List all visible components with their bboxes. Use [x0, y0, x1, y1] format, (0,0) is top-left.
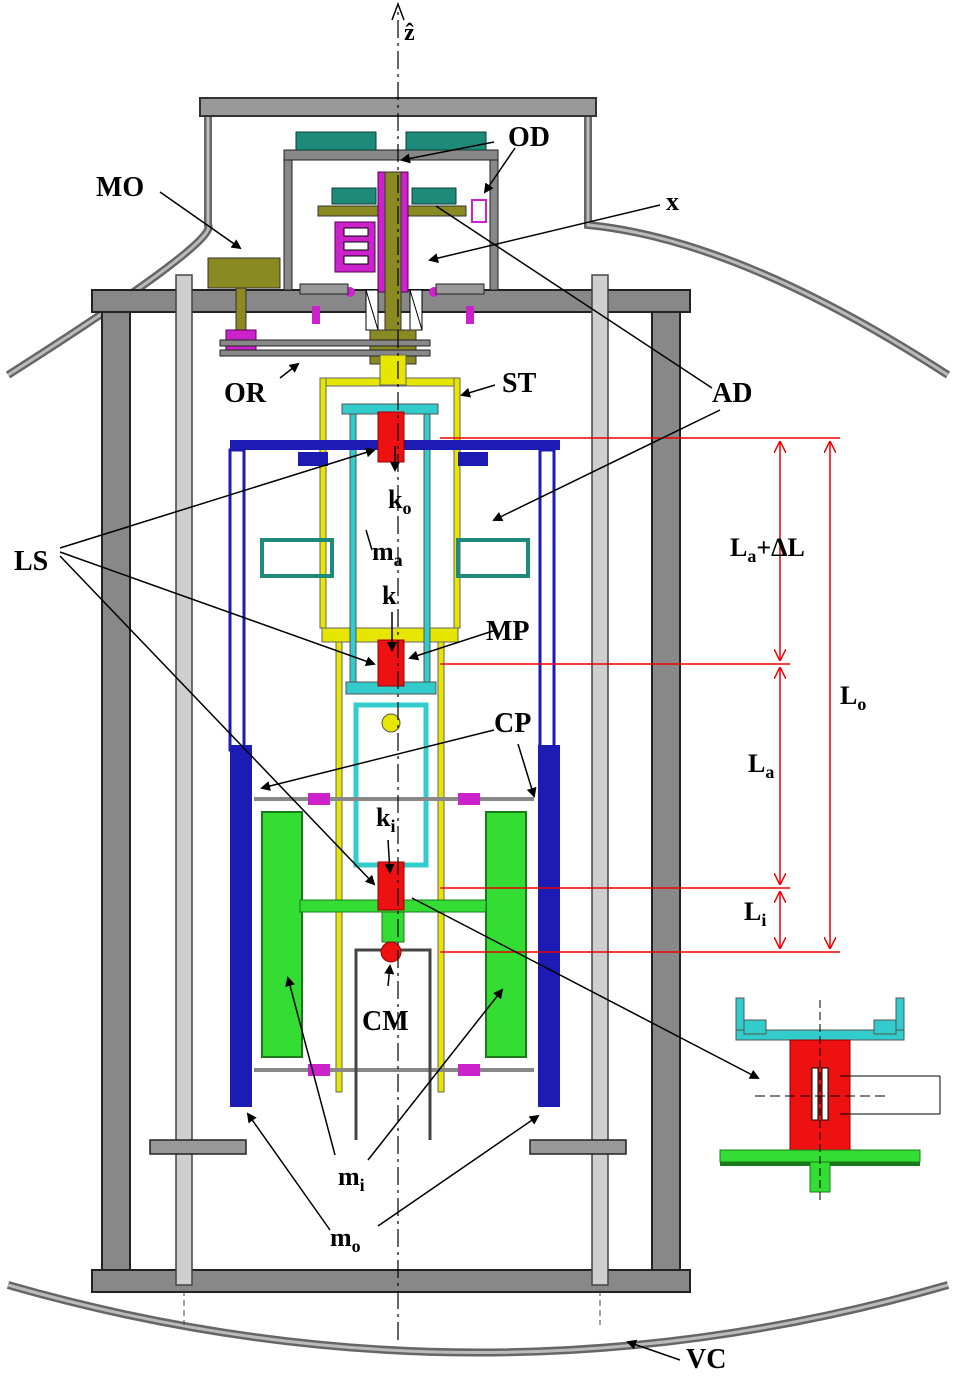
label-mass-mo: mo — [330, 1223, 361, 1256]
label-x: x — [666, 187, 679, 216]
magnified-inset — [719, 997, 941, 1200]
z-axis — [391, 1, 405, 1340]
label-spring-ko: ko — [388, 485, 411, 518]
label-ad: AD — [712, 378, 752, 409]
label-st: ST — [502, 368, 537, 399]
label-dim-la-dl: La+ΔL — [730, 533, 805, 566]
label-spring-k: k — [382, 581, 397, 610]
label-mass-mi: mi — [338, 1162, 365, 1195]
label-dim-la: La — [748, 749, 774, 782]
label-mp: MP — [486, 616, 530, 647]
label-od: OD — [508, 122, 550, 153]
inner-masses — [254, 793, 534, 1140]
springs — [377, 411, 405, 963]
dimension-lines — [440, 437, 840, 953]
label-mass-ma: ma — [372, 537, 403, 570]
top-housing — [283, 131, 499, 365]
support-frame — [91, 274, 691, 1325]
label-or: OR — [224, 378, 267, 409]
label-dim-lo: Lo — [840, 681, 866, 714]
leader-arrows — [59, 141, 760, 1361]
label-mo: MO — [96, 172, 144, 203]
label-ls: LS — [14, 546, 48, 577]
label-spring-ki: ki — [376, 803, 395, 836]
motor-and-belt — [207, 257, 431, 357]
axis-label: ẑ — [404, 20, 415, 46]
label-cp: CP — [494, 708, 531, 739]
label-cm: CM — [362, 1006, 409, 1037]
label-vc: VC — [686, 1344, 726, 1375]
label-dim-li: Li — [744, 897, 766, 930]
